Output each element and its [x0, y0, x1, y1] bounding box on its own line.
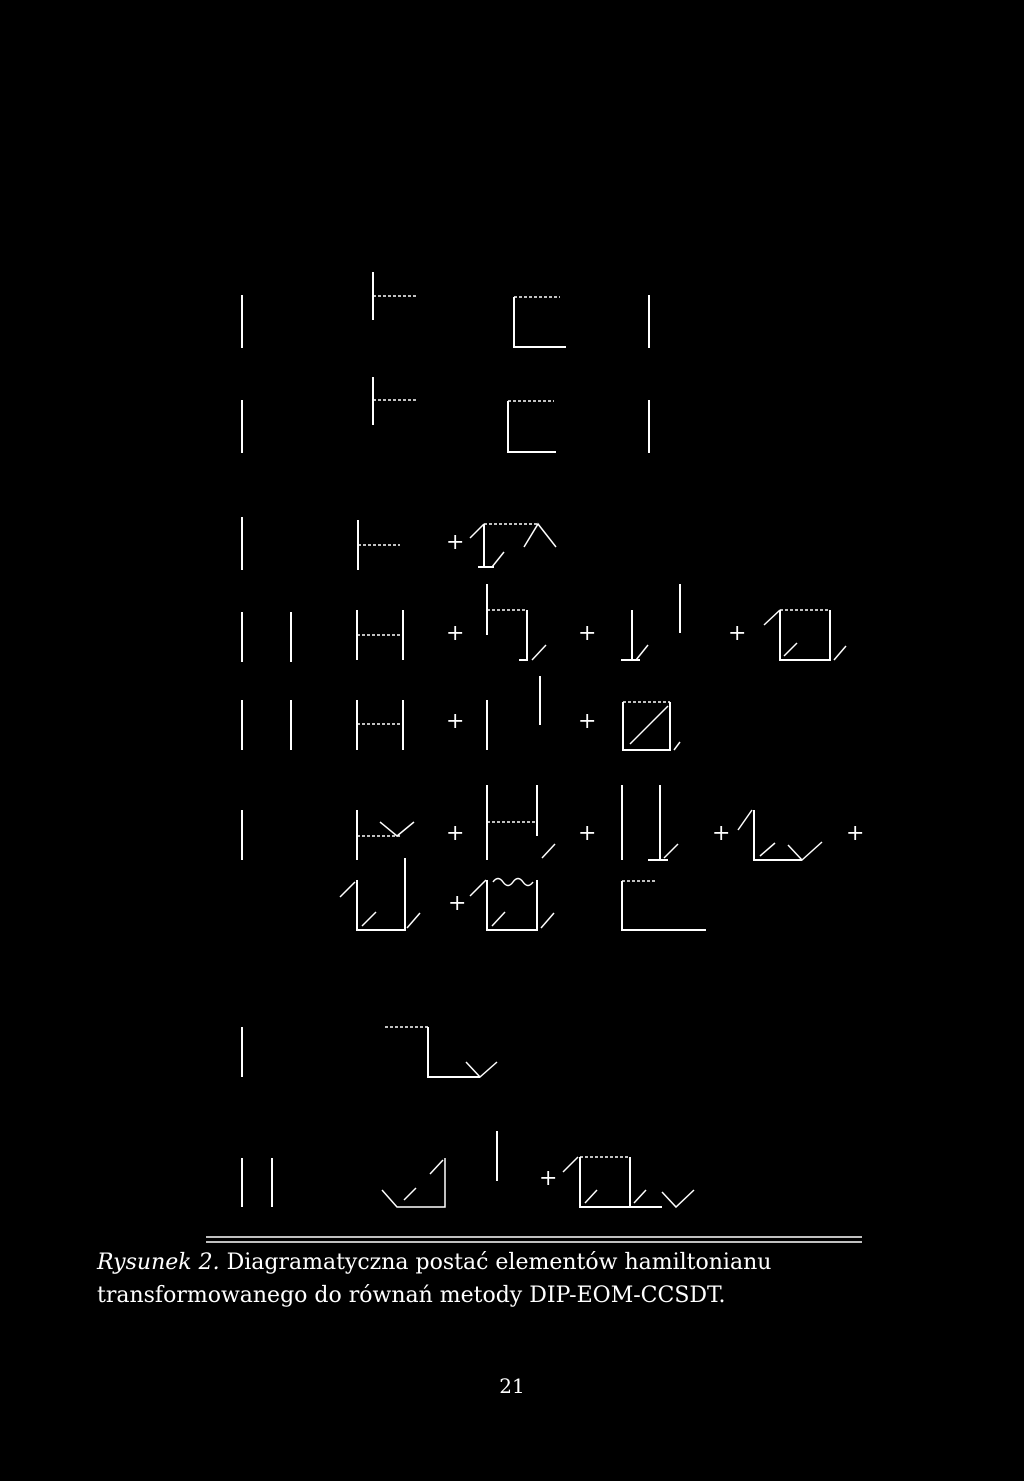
plus-sign: + — [578, 821, 596, 846]
diagram-row-6: + + + + — [241, 785, 864, 862]
plus-sign: + — [446, 709, 464, 734]
plus-sign: + — [712, 821, 730, 846]
diagram-row-9: + — [241, 1131, 695, 1209]
diagram-row-2 — [241, 377, 650, 453]
diagram-row-7: + — [339, 858, 706, 931]
plus-sign: + — [578, 621, 596, 646]
figure-caption: Rysunek 2. Diagramatyczna postać element… — [97, 1246, 977, 1312]
page-number: 21 — [499, 1374, 525, 1398]
diagram-row-5: + + — [241, 676, 681, 751]
diagram-row-4: + + + — [241, 584, 847, 662]
plus-sign: + — [846, 821, 864, 846]
diagram-row-1 — [241, 272, 650, 348]
diagram-row-8 — [241, 1026, 498, 1079]
diagram-row-3: + — [241, 517, 557, 570]
plus-sign: + — [446, 530, 464, 555]
plus-sign: + — [446, 821, 464, 846]
caption-label: Rysunek 2. — [97, 1250, 220, 1275]
plus-sign: + — [446, 621, 464, 646]
plus-sign: + — [578, 709, 596, 734]
plus-sign: + — [539, 1166, 557, 1191]
plus-sign: + — [728, 621, 746, 646]
caption-text: Diagramatyczna postać elementów hamilton… — [97, 1250, 772, 1308]
plus-sign: + — [448, 891, 466, 916]
